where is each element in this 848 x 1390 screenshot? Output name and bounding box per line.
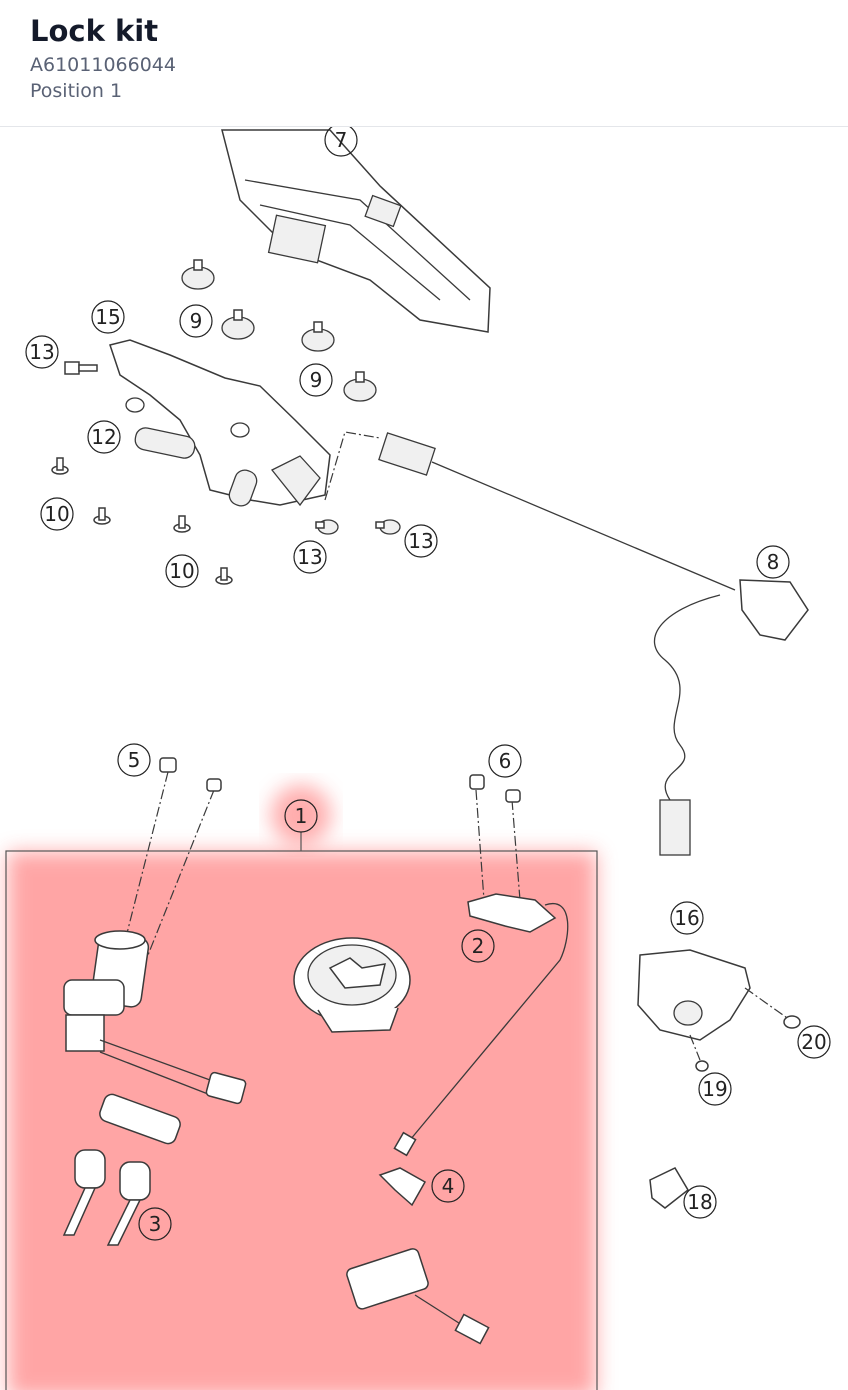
callout-1[interactable]: 1 <box>284 799 318 833</box>
callout-5[interactable]: 5 <box>117 743 151 777</box>
callout-9[interactable]: 9 <box>299 363 333 397</box>
svg-text:13: 13 <box>408 529 433 553</box>
ignition-lock-part[interactable] <box>63 757 247 1105</box>
position-label: Position 1 <box>30 80 123 102</box>
svg-text:7: 7 <box>335 128 348 152</box>
callout-18[interactable]: 18 <box>683 1185 717 1219</box>
svg-text:9: 9 <box>190 309 203 333</box>
callout-12[interactable]: 12 <box>87 420 121 454</box>
svg-text:10: 10 <box>169 559 194 583</box>
svg-text:15: 15 <box>95 305 120 329</box>
page-title: Lock kit <box>30 14 159 48</box>
callout-3[interactable]: 3 <box>138 1207 172 1241</box>
callout-10[interactable]: 10 <box>165 554 199 588</box>
callout-13[interactable]: 13 <box>404 524 438 558</box>
fuel-cap-part[interactable] <box>293 937 411 1033</box>
svg-text:5: 5 <box>128 748 141 772</box>
callout-13[interactable]: 13 <box>25 335 59 369</box>
highlight-region <box>5 785 598 1390</box>
exploded-parts-diagram: 7 15 9 9 13 12 10 10 13 13 8 5 6 1 2 16 … <box>5 127 831 1390</box>
part-number: A61011066044 <box>30 54 176 76</box>
svg-text:8: 8 <box>767 550 780 574</box>
clip-part[interactable] <box>378 1167 427 1207</box>
callouts: 7 15 9 9 13 12 10 10 13 13 8 5 6 1 2 16 … <box>25 127 831 1241</box>
lock-sensor-part[interactable] <box>393 774 569 1157</box>
svg-text:3: 3 <box>149 1212 162 1236</box>
callout-2[interactable]: 2 <box>461 929 495 963</box>
callout-15[interactable]: 15 <box>91 300 125 334</box>
svg-text:16: 16 <box>674 906 699 930</box>
svg-text:13: 13 <box>297 545 322 569</box>
svg-text:13: 13 <box>29 340 54 364</box>
instrument-cluster-part[interactable] <box>221 129 491 333</box>
callout-20[interactable]: 20 <box>797 1025 831 1059</box>
callout-10[interactable]: 10 <box>40 497 74 531</box>
svg-text:20: 20 <box>801 1030 826 1054</box>
sleeve-part[interactable] <box>133 426 196 460</box>
callout-7[interactable]: 7 <box>324 127 358 157</box>
svg-text:2: 2 <box>472 934 485 958</box>
bracket-part[interactable] <box>109 339 331 509</box>
callout-8[interactable]: 8 <box>756 545 790 579</box>
svg-text:9: 9 <box>310 368 323 392</box>
svg-text:1: 1 <box>295 804 308 828</box>
svg-text:4: 4 <box>442 1174 455 1198</box>
callout-4[interactable]: 4 <box>431 1169 465 1203</box>
holder-part[interactable] <box>649 1167 689 1209</box>
header: Lock kit A61011066044 Position 1 <box>0 0 848 127</box>
callout-9[interactable]: 9 <box>179 304 213 338</box>
svg-text:6: 6 <box>499 749 512 773</box>
screw-parts[interactable] <box>51 361 401 585</box>
callout-19[interactable]: 19 <box>698 1072 732 1106</box>
svg-text:18: 18 <box>687 1190 712 1214</box>
svg-text:19: 19 <box>702 1077 727 1101</box>
control-unit-part[interactable] <box>345 1247 490 1345</box>
cover-part[interactable] <box>637 949 801 1072</box>
keys-part[interactable] <box>62 1149 151 1246</box>
callout-16[interactable]: 16 <box>670 901 704 935</box>
svg-text:12: 12 <box>91 425 116 449</box>
damper-parts[interactable] <box>181 259 377 402</box>
wiring-harness-part[interactable] <box>324 431 809 856</box>
key-fob-part[interactable] <box>98 1092 183 1146</box>
svg-text:10: 10 <box>44 502 69 526</box>
callout-13[interactable]: 13 <box>293 540 327 574</box>
callout-6[interactable]: 6 <box>488 744 522 778</box>
